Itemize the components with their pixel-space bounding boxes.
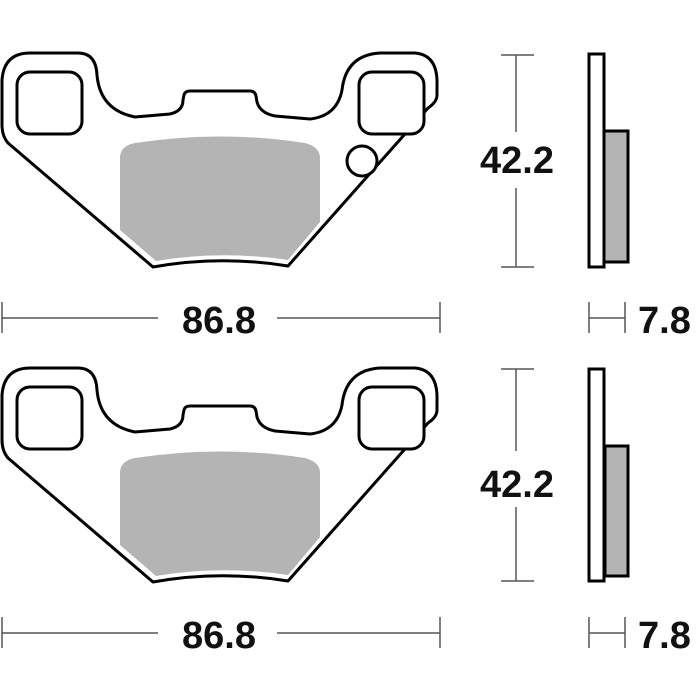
- bottom-thickness-dimension: [588, 617, 626, 648]
- side-backing-plate: [587, 367, 606, 583]
- bottom-width-dimension: [1, 617, 441, 648]
- friction-material: [120, 451, 320, 576]
- friction-material: [120, 136, 320, 261]
- top-pad-side-view: [587, 52, 630, 269]
- indicator-hole: [345, 144, 379, 178]
- bottom-width-label: 86.8: [182, 615, 256, 657]
- side-friction-material: [603, 444, 630, 578]
- top-height-dimension: [501, 54, 534, 268]
- top-pad-front-view: [0, 51, 439, 269]
- bottom-height-dimension: [501, 368, 534, 582]
- top-thickness-label: 7.8: [638, 300, 691, 342]
- left-mounting-hole: [15, 385, 84, 451]
- right-mounting-hole: [357, 70, 426, 136]
- top-height-label: 42.2: [480, 140, 554, 182]
- side-backing-plate: [587, 52, 606, 269]
- bottom-thickness-label: 7.8: [638, 615, 691, 657]
- bottom-height-label: 42.2: [480, 464, 554, 506]
- bottom-pad-front-view: [0, 366, 439, 584]
- left-mounting-hole: [15, 70, 84, 136]
- top-width-label: 86.8: [182, 300, 256, 342]
- top-width-dimension: [1, 302, 441, 333]
- bottom-pad-side-view: [587, 367, 630, 583]
- right-mounting-hole: [357, 385, 426, 451]
- top-thickness-dimension: [588, 302, 626, 333]
- side-friction-material: [602, 129, 630, 264]
